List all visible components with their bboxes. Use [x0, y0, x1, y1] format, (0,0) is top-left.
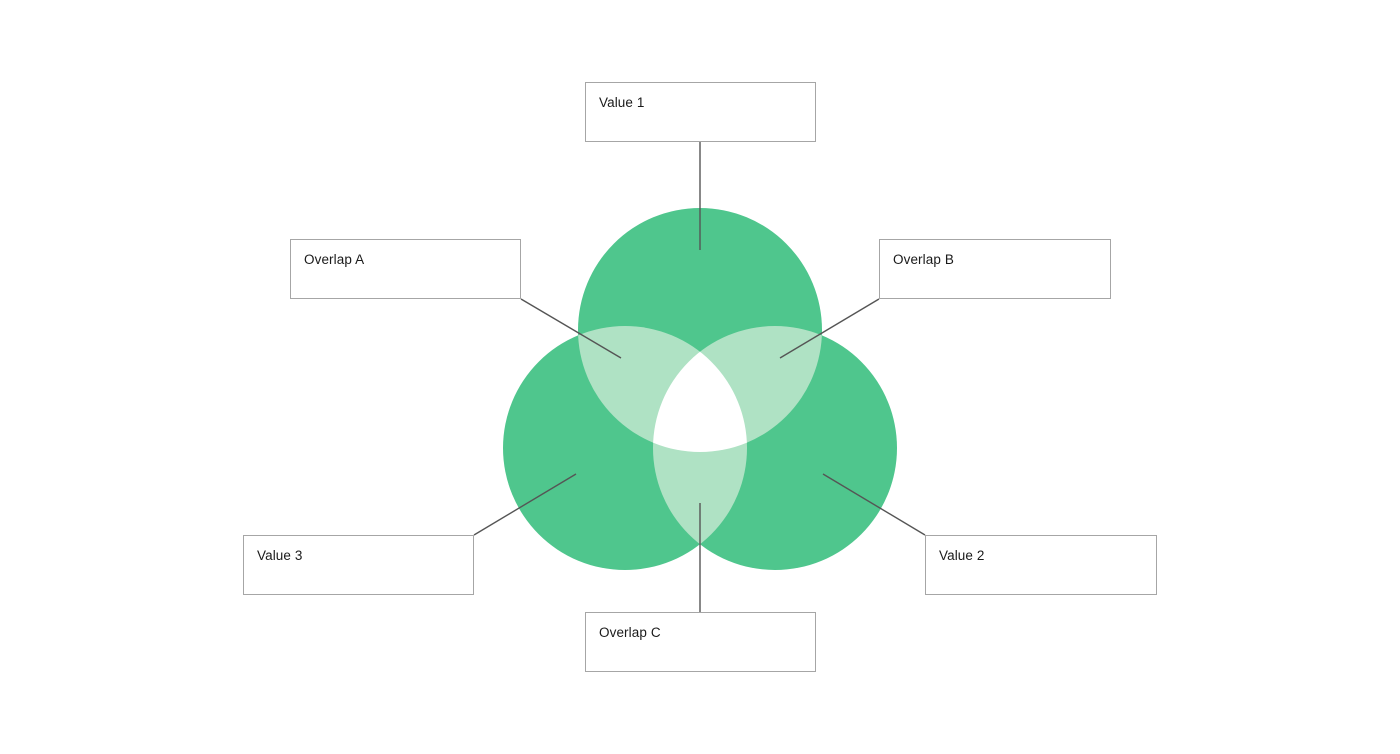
- value-2-connector: [822, 473, 926, 536]
- label-box-overlap-b[interactable]: Overlap B: [879, 239, 1111, 299]
- label-box-value-1[interactable]: Value 1: [585, 82, 816, 142]
- label-box-overlap-c[interactable]: Overlap C: [585, 612, 816, 672]
- value-3-connector: [473, 473, 577, 536]
- venn-triple-overlap-group: [653, 326, 747, 452]
- overlap-a-connector: [520, 298, 622, 359]
- label-text-overlap-b: Overlap B: [893, 252, 954, 267]
- label-text-overlap-a: Overlap A: [304, 252, 365, 267]
- label-box-value-2[interactable]: Value 2: [925, 535, 1157, 595]
- label-text-value-1: Value 1: [599, 95, 645, 110]
- venn-triple-overlap: [653, 326, 747, 452]
- label-box-overlap-a[interactable]: Overlap A: [290, 239, 521, 299]
- label-text-overlap-c: Overlap C: [599, 625, 661, 640]
- label-text-value-3: Value 3: [257, 548, 303, 563]
- label-text-value-2: Value 2: [939, 548, 985, 563]
- label-box-value-3[interactable]: Value 3: [243, 535, 474, 595]
- connector-lines: [473, 142, 926, 612]
- overlap-b-connector: [779, 298, 880, 359]
